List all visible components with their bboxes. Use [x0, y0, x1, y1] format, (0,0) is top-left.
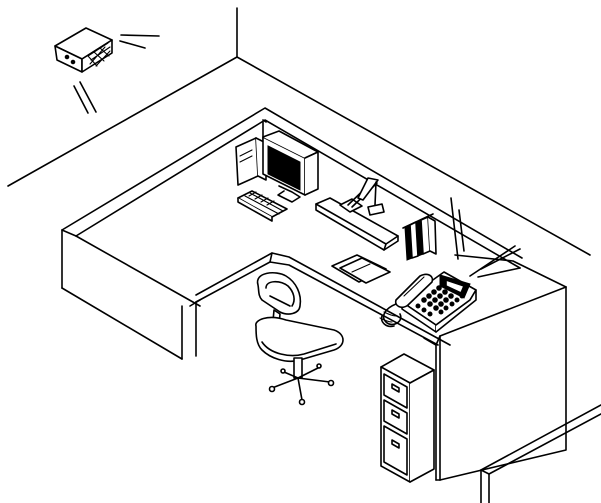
- computer-tower: [235, 137, 267, 186]
- keypad-buttons: [415, 285, 465, 317]
- office-cubicle: [61, 107, 567, 481]
- office-chair: [255, 271, 344, 406]
- room-corner-walls: [7, 7, 591, 256]
- crt-monitor: [262, 130, 319, 203]
- document-papers: [331, 254, 391, 284]
- desk-lamp: [339, 177, 385, 216]
- wall-speaker: [54, 27, 160, 114]
- keyboard: [237, 190, 288, 222]
- phone-ring-lines: [450, 197, 521, 277]
- binders: [402, 213, 437, 261]
- filing-cabinet: [380, 353, 435, 483]
- multi-line-desk-phone: [379, 271, 477, 333]
- adjacent-cubicle-wall: [480, 404, 601, 503]
